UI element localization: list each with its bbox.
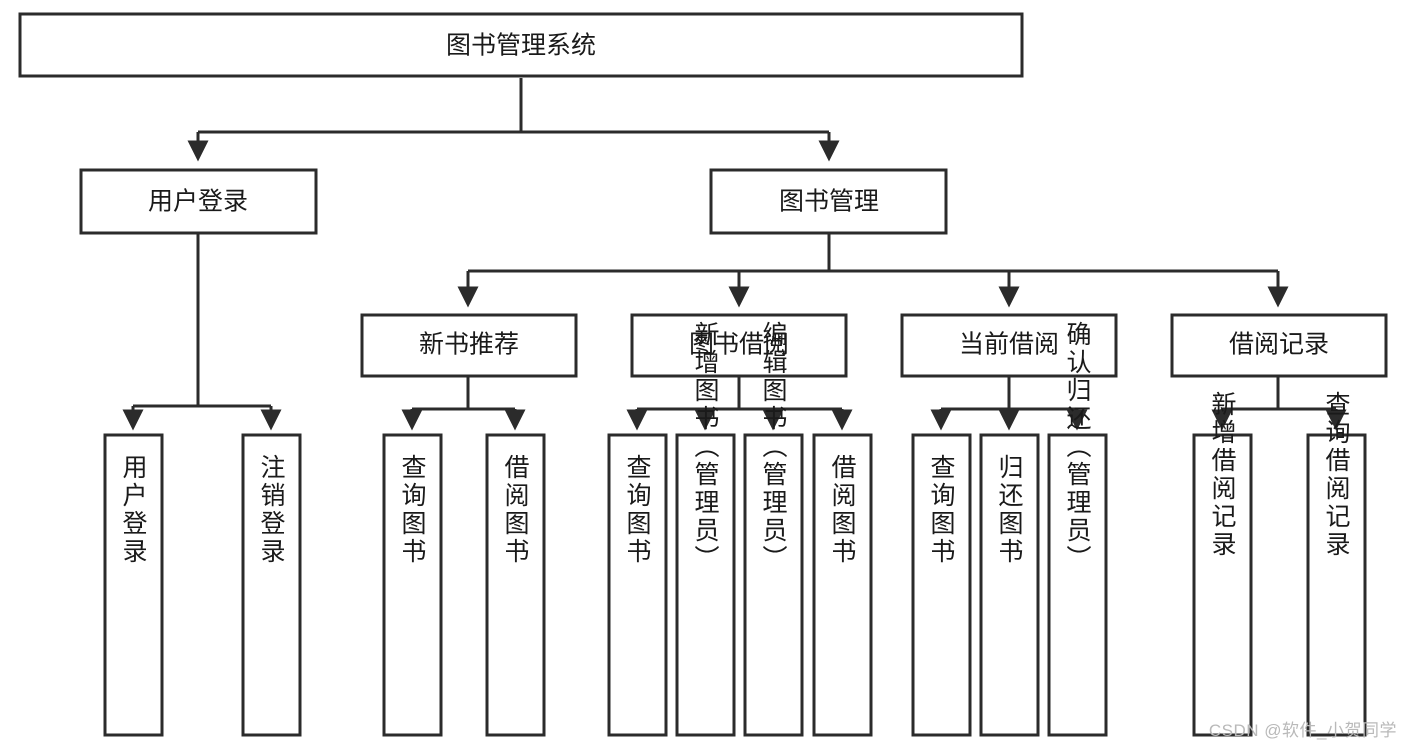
node-leaf-user-logout-label: 注销登录	[257, 454, 286, 566]
node-leaf-add-record-label: 新增借阅记录	[1208, 391, 1237, 559]
node-leaf-edit-book[interactable]: 编辑图书（管理员）	[743, 321, 804, 737]
node-leaf-confirm-return-label: 确认归还（管理员）	[1063, 321, 1092, 573]
node-leaf-borrow-book-2-box[interactable]	[812, 433, 873, 737]
node-current-borrow[interactable]: 当前借阅	[900, 313, 1118, 378]
node-leaf-borrow-book-1[interactable]: 借阅图书	[485, 433, 546, 737]
node-leaf-user-login[interactable]: 用户登录	[103, 433, 164, 737]
node-leaf-add-book-label: 新增图书（管理员）	[691, 321, 720, 573]
connector-group-book-manage	[457, 233, 1289, 308]
node-user-login-label: 用户登录	[148, 188, 248, 216]
node-book-manage-label: 图书管理	[779, 188, 879, 216]
node-borrow-record-label: 借阅记录	[1229, 331, 1329, 359]
node-new-book-rec-label: 新书推荐	[419, 331, 519, 359]
node-borrow-record-box[interactable]	[1170, 313, 1388, 378]
node-leaf-return-book-label: 归还图书	[995, 454, 1024, 566]
node-leaf-borrow-book-1-box[interactable]	[485, 433, 546, 737]
node-current-borrow-box[interactable]	[900, 313, 1118, 378]
node-leaf-query-book-1[interactable]: 查询图书	[382, 433, 443, 737]
node-root-box[interactable]	[18, 12, 1024, 78]
node-book-borrow-box[interactable]	[630, 313, 848, 378]
node-leaf-user-logout-box[interactable]	[241, 433, 302, 737]
node-leaf-query-book-3[interactable]: 查询图书	[911, 433, 972, 737]
connector-group-book-borrow	[626, 376, 853, 431]
node-user-login-box[interactable]	[79, 168, 318, 235]
node-leaf-return-book-box[interactable]	[979, 433, 1040, 737]
node-root[interactable]: 图书管理系统	[18, 12, 1024, 78]
node-book-manage[interactable]: 图书管理	[709, 168, 948, 235]
node-new-book-rec[interactable]: 新书推荐	[360, 313, 578, 378]
node-leaf-query-book-2-label: 查询图书	[623, 454, 652, 566]
node-leaf-borrow-book-1-label: 借阅图书	[501, 454, 530, 566]
connector-group-new-book-rec	[401, 376, 526, 431]
node-leaf-edit-book-box[interactable]	[743, 433, 804, 737]
node-leaf-return-book[interactable]: 归还图书	[979, 433, 1040, 737]
node-leaf-query-record-label: 查询借阅记录	[1322, 391, 1351, 559]
connector-group-user-login	[122, 233, 282, 431]
node-leaf-borrow-book-2-label: 借阅图书	[828, 454, 857, 566]
node-leaf-user-logout[interactable]: 注销登录	[241, 433, 302, 737]
node-leaf-edit-book-label: 编辑图书（管理员）	[759, 321, 788, 573]
node-leaf-confirm-return[interactable]: 确认归还（管理员）	[1047, 321, 1108, 737]
node-leaf-query-book-3-box[interactable]	[911, 433, 972, 737]
connector-group-current-borrow	[930, 376, 1088, 431]
node-leaf-confirm-return-box[interactable]	[1047, 433, 1108, 737]
node-leaf-query-book-3-label: 查询图书	[927, 454, 956, 566]
connector-group-root	[187, 78, 840, 162]
node-book-borrow-label: 图书借阅	[689, 331, 789, 359]
node-leaf-user-login-label: 用户登录	[119, 454, 148, 566]
node-user-login[interactable]: 用户登录	[79, 168, 318, 235]
node-leaf-query-book-2[interactable]: 查询图书	[607, 433, 668, 737]
node-borrow-record[interactable]: 借阅记录	[1170, 313, 1388, 378]
node-current-borrow-label: 当前借阅	[959, 331, 1059, 359]
node-leaf-query-record-box[interactable]	[1306, 433, 1367, 737]
node-book-borrow[interactable]: 图书借阅	[630, 313, 848, 378]
node-leaf-user-login-box[interactable]	[103, 433, 164, 737]
node-leaf-query-book-1-label: 查询图书	[398, 454, 427, 566]
node-leaf-query-book-2-box[interactable]	[607, 433, 668, 737]
node-new-book-rec-box[interactable]	[360, 313, 578, 378]
node-leaf-query-book-1-box[interactable]	[382, 433, 443, 737]
node-leaf-borrow-book-2[interactable]: 借阅图书	[812, 433, 873, 737]
node-leaf-add-book[interactable]: 新增图书（管理员）	[675, 321, 736, 737]
node-book-manage-box[interactable]	[709, 168, 948, 235]
connector-group-borrow-record	[1211, 376, 1347, 431]
node-root-label: 图书管理系统	[446, 32, 596, 60]
node-leaf-add-record[interactable]: 新增借阅记录	[1192, 391, 1253, 737]
node-leaf-query-record[interactable]: 查询借阅记录	[1306, 391, 1367, 737]
node-leaf-add-book-box[interactable]	[675, 433, 736, 737]
node-leaf-add-record-box[interactable]	[1192, 433, 1253, 737]
